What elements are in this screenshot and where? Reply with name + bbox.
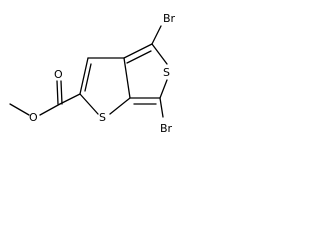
atom-label-s-bottom: S [99, 111, 106, 124]
bond-c4-br [151, 25, 162, 45]
atom-label-br-bottom: Br [160, 122, 173, 135]
atom-label-o-ester: O [29, 111, 38, 124]
atom-label-o-carbonyl: O [54, 68, 63, 81]
bond-carbonyl-c-ring [59, 93, 81, 105]
bond-c6a-s [109, 97, 131, 115]
bond-c3a-c4-inner [126, 50, 152, 64]
bond-o-carbonyl-c [39, 103, 61, 116]
bond-c3a-c6a [123, 57, 131, 99]
bond-s-c6 [159, 79, 168, 99]
atom-label-s-right: S [163, 66, 170, 79]
bond-c2-c3 [79, 57, 89, 95]
bond-methyl-o [9, 103, 30, 116]
atom-labels: Br S S Br O O [29, 12, 176, 135]
bond-c2-c3-inner [84, 63, 92, 92]
atom-label-br-top: Br [163, 12, 176, 25]
bond-c6-br [159, 97, 164, 118]
bond-carbonyl-double-a [56, 80, 59, 105]
bond-lines [9, 25, 168, 118]
bond-s-c2 [79, 93, 99, 115]
chemical-structure: Br S S Br O O [9, 12, 176, 135]
bond-carbonyl-double-b [60, 80, 63, 105]
bond-c4-s [151, 43, 168, 65]
bond-c3a-c4 [123, 43, 153, 59]
